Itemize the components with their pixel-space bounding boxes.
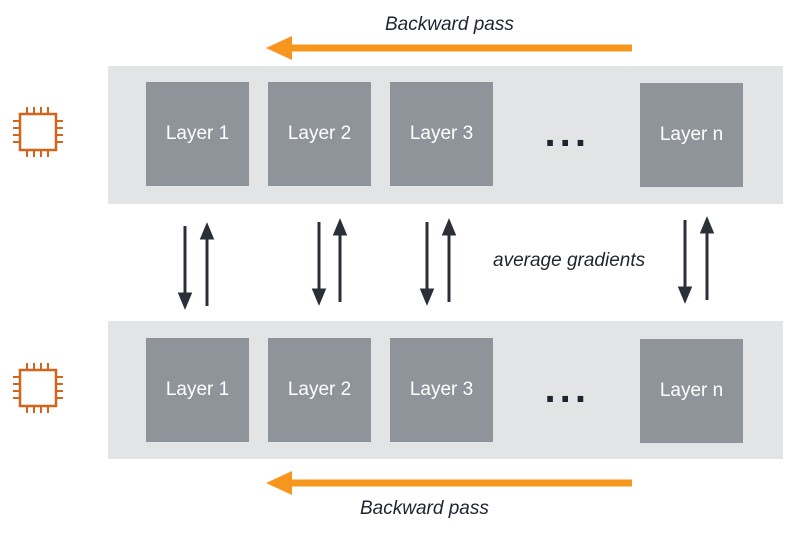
top-layer-1: Layer 1	[146, 82, 249, 186]
bottom-layer-3: Layer 3	[390, 338, 493, 442]
top-layer-n: Layer n	[640, 83, 743, 187]
cpu-chip-icon	[13, 363, 63, 413]
average-gradients-label: average gradients	[493, 250, 646, 271]
bottom-ellipsis: ...	[544, 372, 590, 410]
bottom-layer-1: Layer 1	[146, 338, 249, 442]
bottom-backward-pass-label: Backward pass	[360, 498, 489, 519]
top-layer-2: Layer 2	[268, 82, 371, 186]
top-backward-pass-label: Backward pass	[385, 14, 514, 35]
bottom-layer-n: Layer n	[640, 339, 743, 443]
top-ellipsis: ...	[544, 116, 590, 154]
cpu-chip-icon	[13, 107, 63, 157]
bottom-layer-2: Layer 2	[268, 338, 371, 442]
top-layer-3: Layer 3	[390, 82, 493, 186]
